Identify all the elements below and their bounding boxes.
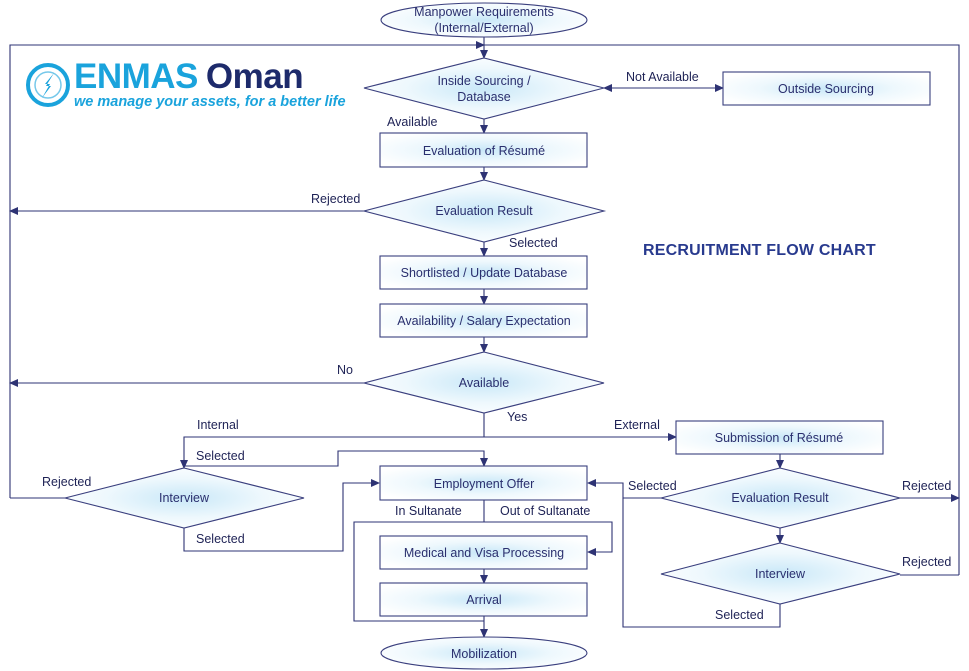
arrival-label: Arrival bbox=[466, 593, 501, 607]
availability-salary-label: Availability / Salary Expectation bbox=[397, 314, 571, 328]
label-selected-1: Selected bbox=[509, 236, 558, 250]
outside-sourcing-label: Outside Sourcing bbox=[778, 82, 874, 96]
node-evaluation-result-1: Evaluation Result bbox=[361, 179, 607, 243]
label-available: Available bbox=[387, 115, 438, 129]
label-selected-eval2: Selected bbox=[628, 479, 677, 493]
node-arrival: Arrival bbox=[379, 582, 588, 617]
node-employment-offer: Employment Offer bbox=[379, 465, 588, 501]
edges bbox=[9, 37, 960, 638]
inside-sourcing-line1: Inside Sourcing / bbox=[437, 74, 531, 88]
node-availability-salary: Availability / Salary Expectation bbox=[379, 303, 588, 338]
interview-right-label: Interview bbox=[755, 567, 806, 581]
label-out-of-sultanate: Out of Sultanate bbox=[500, 504, 590, 518]
mobilization-label: Mobilization bbox=[451, 647, 517, 661]
node-interview-right: Interview bbox=[660, 542, 901, 605]
node-mobilization: Mobilization bbox=[380, 636, 588, 670]
edge-interview-right-selected bbox=[622, 498, 781, 628]
label-in-sultanate: In Sultanate bbox=[395, 504, 462, 518]
label-rejected-interview-left: Rejected bbox=[42, 475, 91, 489]
employment-offer-label: Employment Offer bbox=[434, 477, 535, 491]
node-submission-of-resume: Submission of Résumé bbox=[675, 420, 884, 455]
node-outside-sourcing: Outside Sourcing bbox=[722, 71, 931, 106]
edge-interview-left-selected bbox=[183, 479, 380, 552]
logo-brand-main: ENMAS bbox=[74, 57, 198, 96]
evaluation-resume-label: Evaluation of Résumé bbox=[423, 144, 545, 158]
label-internal: Internal bbox=[197, 418, 239, 432]
edge-labels: Not Available Available Rejected Selecte… bbox=[42, 70, 951, 622]
node-evaluation-of-resume: Evaluation of Résumé bbox=[379, 132, 588, 168]
node-available-decision: Available bbox=[363, 351, 605, 414]
edge-eval2-selected bbox=[587, 479, 661, 499]
edge-in-sultanate bbox=[353, 500, 485, 622]
logo-tagline: we manage your assets, for a better life bbox=[74, 94, 346, 110]
node-evaluation-result-2: Evaluation Result bbox=[660, 467, 901, 529]
submission-resume-label: Submission of Résumé bbox=[715, 431, 844, 445]
label-no: No bbox=[337, 363, 353, 377]
evaluation-result-1-label: Evaluation Result bbox=[435, 204, 533, 218]
label-not-available: Not Available bbox=[626, 70, 699, 84]
logo-brand-accent: Oman bbox=[205, 57, 304, 96]
label-selected-interview-left: Selected bbox=[196, 532, 245, 546]
label-external: External bbox=[614, 418, 660, 432]
edge-out-of-sultanate bbox=[484, 521, 613, 556]
edge-internal-to-interview bbox=[180, 436, 484, 469]
node-interview-left: Interview bbox=[64, 467, 305, 529]
node-medical-visa: Medical and Visa Processing bbox=[379, 535, 588, 570]
label-yes: Yes bbox=[507, 410, 527, 424]
label-rejected-eval2: Rejected bbox=[902, 479, 951, 493]
medical-visa-label: Medical and Visa Processing bbox=[404, 546, 564, 560]
label-rejected-interview-right: Rejected bbox=[902, 555, 951, 569]
node-shortlisted: Shortlisted / Update Database bbox=[379, 255, 588, 290]
edge-loop-to-inside-sourcing bbox=[9, 41, 485, 498]
label-selected-interview-right: Selected bbox=[715, 608, 764, 622]
interview-left-label: Interview bbox=[159, 491, 210, 505]
label-selected-interview-in: Selected bbox=[196, 449, 245, 463]
node-manpower-requirements: Manpower Requirements (Internal/External… bbox=[380, 2, 588, 38]
edge-selected-to-offer bbox=[184, 450, 488, 467]
manpower-line2: (Internal/External) bbox=[434, 21, 533, 35]
diagram-title: RECRUITMENT FLOW CHART bbox=[643, 242, 876, 259]
edge-right-loop-top bbox=[484, 44, 960, 575]
inside-sourcing-line2: Database bbox=[457, 90, 511, 104]
available-decision-label: Available bbox=[459, 376, 510, 390]
node-inside-sourcing: Inside Sourcing / Database bbox=[363, 57, 605, 120]
label-rejected-1: Rejected bbox=[311, 192, 360, 206]
compass-globe-icon bbox=[24, 61, 72, 109]
shortlisted-label: Shortlisted / Update Database bbox=[401, 266, 568, 280]
manpower-line1: Manpower Requirements bbox=[414, 5, 554, 19]
evaluation-result-2-label: Evaluation Result bbox=[731, 491, 829, 505]
